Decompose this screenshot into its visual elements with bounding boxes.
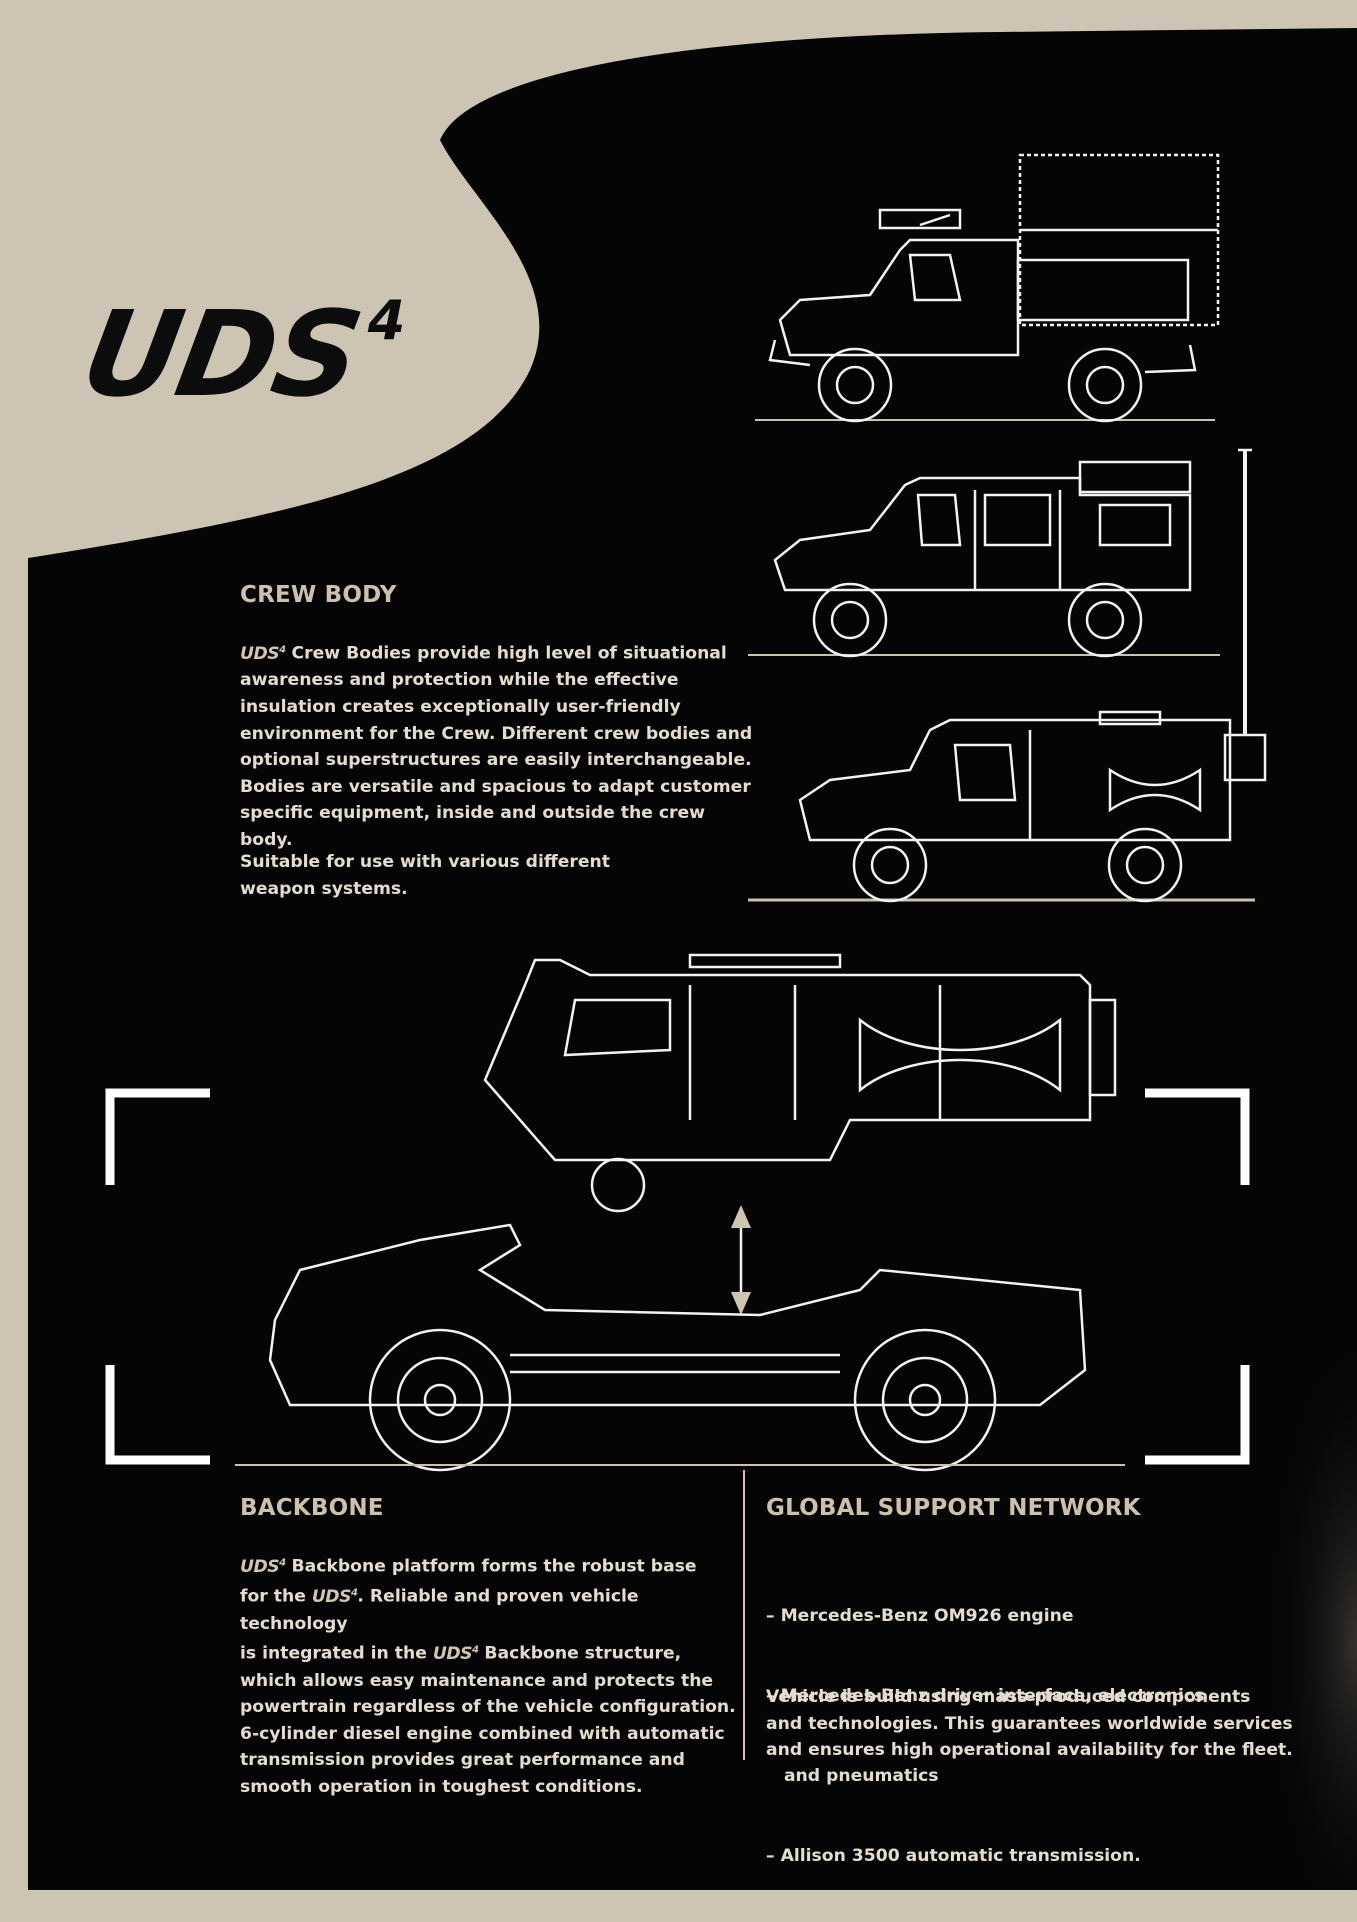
list-item: – Allison 3500 automatic transmission.: [766, 1845, 1141, 1866]
backbone-heading: BACKBONE: [240, 1495, 384, 1521]
uds4-logo: UDS4: [73, 285, 406, 423]
brand-mark: UDS4: [240, 643, 286, 664]
assembly-arrow-icon: [731, 1205, 751, 1315]
global-support-list: – Mercedes-Benz OM926 engine – Mercedes-…: [766, 1550, 1286, 1922]
frame-corner-brackets: [105, 1088, 1250, 1465]
vehicle-armored-mast-illustration: [748, 448, 1267, 903]
list-item: – Mercedes-Benz driver interface, electr…: [766, 1685, 1205, 1706]
vehicle-crew-hardtop-illustration: [748, 460, 1220, 658]
logo-superscript: 4: [367, 288, 406, 352]
list-item: and pneumatics: [766, 1765, 939, 1786]
crew-body-module-illustration: [483, 953, 1117, 1213]
crew-body-paragraph: UDS4 Crew Bodies provide high level of s…: [240, 643, 753, 850]
list-item: – Mercedes-Benz OM926 engine: [766, 1606, 1074, 1627]
backbone-paragraph: UDS4 Backbone platform forms the robust …: [240, 1556, 736, 1797]
vehicle-truck-canopy-illustration: [755, 153, 1220, 423]
global-support-paragraph: Vehicle is build using mass-produced com…: [766, 1687, 1293, 1761]
column-divider: [743, 1470, 745, 1760]
crew-body-weapons-paragraph: Suitable for use with various different …: [240, 852, 611, 899]
crew-body-heading: CREW BODY: [240, 582, 397, 608]
backbone-chassis-illustration: [235, 1223, 1125, 1472]
global-support-heading: GLOBAL SUPPORT NETWORK: [766, 1495, 1141, 1521]
